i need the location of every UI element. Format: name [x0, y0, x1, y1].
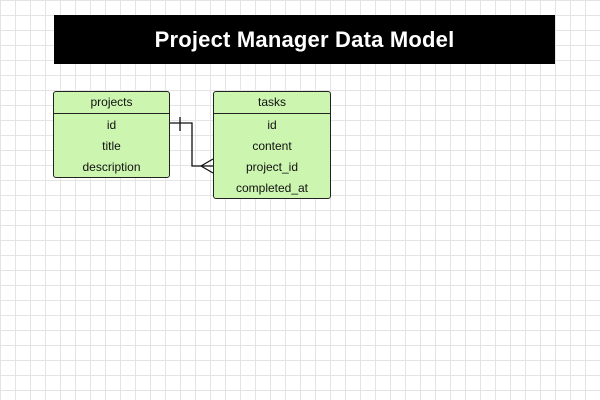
field-projects-id: id [106, 118, 117, 132]
entity-projects[interactable]: projects id title description [53, 91, 170, 178]
field-projects-description: description [82, 160, 141, 174]
entity-fields-projects: id title description [54, 114, 169, 178]
field-tasks-content: content [252, 139, 292, 153]
entity-header-projects: projects [54, 92, 169, 114]
field-tasks-project-id: project_id [245, 160, 299, 174]
field-tasks-completed-at: completed_at [235, 181, 309, 195]
entity-fields-tasks: id content project_id completed_at [214, 114, 330, 199]
field-tasks-id: id [267, 118, 277, 132]
entity-tasks[interactable]: tasks id content project_id completed_at [213, 91, 331, 199]
relationship-line [170, 122, 213, 167]
diagram-title: Project Manager Data Model [54, 15, 555, 64]
entity-header-tasks: tasks [214, 92, 330, 114]
field-projects-title: title [102, 139, 121, 153]
crows-foot-icon [200, 158, 214, 174]
